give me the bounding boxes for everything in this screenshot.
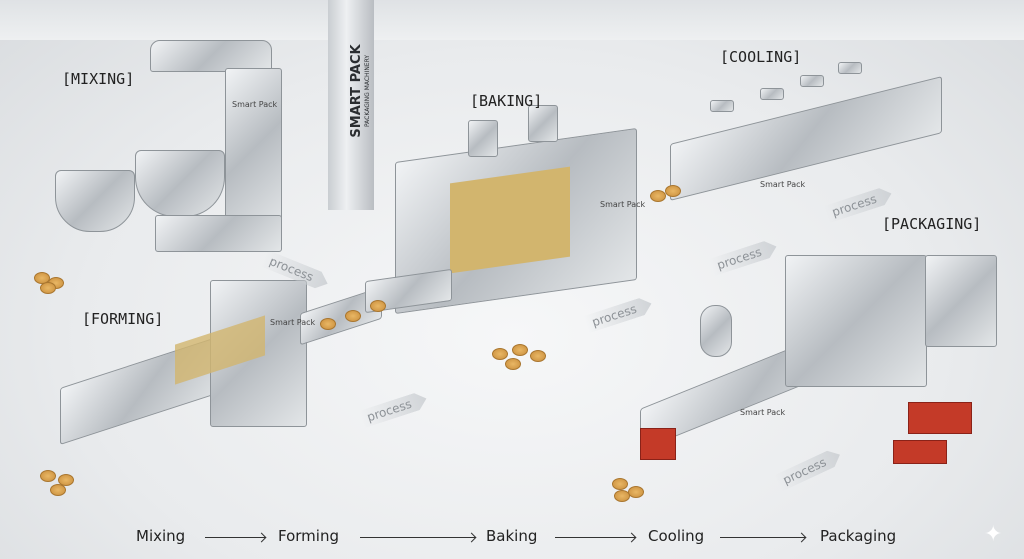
cooling-fan [838, 62, 862, 74]
cooling-brand: Smart Pack [760, 180, 806, 189]
biscuit-box [908, 402, 972, 434]
film-roll [700, 305, 732, 357]
factory-wall [0, 0, 1024, 40]
cooling-fan [760, 88, 784, 100]
biscuit [320, 318, 336, 330]
biscuit [505, 358, 521, 370]
carton-machine [925, 255, 997, 347]
biscuit [40, 282, 56, 294]
flow-step-forming: Forming [278, 527, 339, 545]
branding-pillar [328, 0, 374, 210]
biscuit [612, 478, 628, 490]
cooling-conveyor [670, 76, 942, 201]
flow-step-cooling: Cooling [648, 527, 705, 545]
flow-arrow [205, 537, 265, 538]
biscuit [370, 300, 386, 312]
label-cooling: [COOLING] [720, 48, 802, 66]
sparkle-icon: ✦ [984, 522, 1003, 547]
biscuit [492, 348, 508, 360]
mixer-brand: Smart Pack [232, 100, 278, 109]
process-arrow: process [359, 390, 429, 428]
mixer-body [225, 68, 282, 230]
biscuit-box [893, 440, 947, 464]
flow-step-baking: Baking [486, 527, 538, 545]
biscuit [40, 470, 56, 482]
flow-step-packaging: Packaging [820, 527, 897, 545]
biscuit-pack [640, 428, 676, 460]
label-packaging: [PACKAGING] [882, 215, 982, 233]
process-arrow: process [774, 446, 843, 491]
oven-brand: Smart Pack [600, 200, 646, 209]
biscuit [665, 185, 681, 197]
flow-step-mixing: Mixing [136, 527, 186, 545]
cooling-fan [800, 75, 824, 87]
process-arrow: process [709, 238, 779, 276]
biscuit [530, 350, 546, 362]
cooling-fan [710, 100, 734, 112]
biscuit [50, 484, 66, 496]
biscuit [512, 344, 528, 356]
mixer-base [155, 215, 282, 252]
label-mixing: [MIXING] [62, 70, 135, 88]
biscuit [614, 490, 630, 502]
biscuit [628, 486, 644, 498]
label-baking: [BAKING] [470, 92, 543, 110]
biscuit [58, 474, 74, 486]
oven-vent [528, 105, 558, 142]
forming-brand: Smart Pack [270, 318, 316, 327]
biscuit [650, 190, 666, 202]
packaging-brand: Smart Pack [740, 408, 786, 417]
packaging-machine [785, 255, 927, 387]
mixer-head [150, 40, 272, 72]
flow-arrow [555, 537, 635, 538]
oven-chamber [450, 166, 570, 274]
flow-arrow [360, 537, 475, 538]
process-arrow: process [584, 295, 654, 333]
dough-bowl [55, 170, 135, 232]
flow-arrow [720, 537, 805, 538]
oven-vent [468, 120, 498, 157]
biscuit [345, 310, 361, 322]
mixer-bowl [135, 150, 225, 217]
label-forming: [FORMING] [82, 310, 164, 328]
